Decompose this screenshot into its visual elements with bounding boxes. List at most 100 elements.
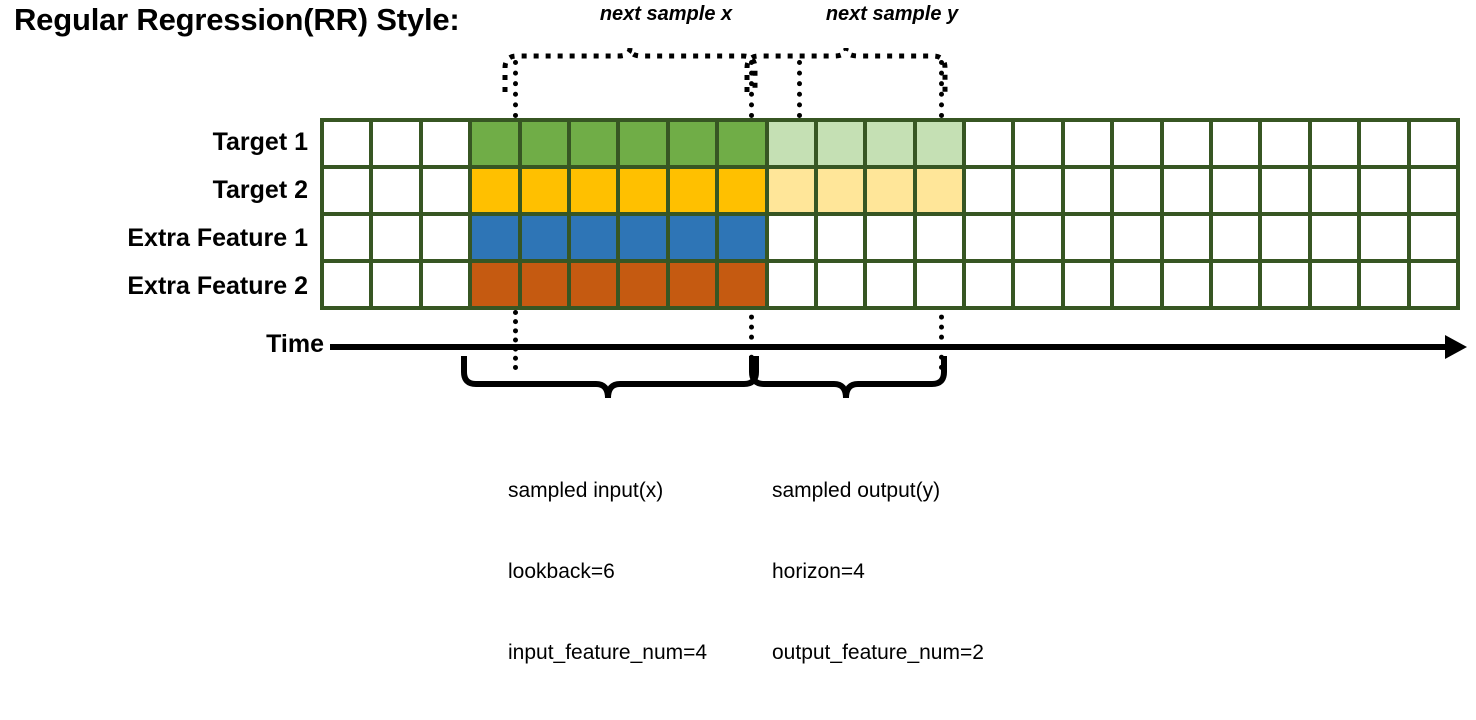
grid-cell — [1064, 122, 1111, 165]
grid-cell — [1410, 263, 1456, 306]
grid-cell — [1213, 122, 1259, 165]
grid-cell — [1311, 122, 1358, 165]
annotation-output-title: sampled output(y) — [772, 479, 941, 502]
grid-cell — [1015, 169, 1061, 212]
annotation-input-lookback: lookback=6 — [508, 560, 615, 583]
grid-cell — [1015, 122, 1061, 165]
grid-cell — [966, 263, 1012, 306]
grid-cell — [373, 216, 419, 259]
grid-cell — [867, 169, 913, 212]
page-title: Regular Regression(RR) Style: — [14, 2, 460, 37]
grid-cell — [620, 216, 666, 259]
grid-cell — [422, 169, 469, 212]
grid-cell — [373, 122, 419, 165]
grid-cell — [1213, 216, 1259, 259]
grid-cell — [1015, 216, 1061, 259]
guide-input-end-top — [749, 60, 754, 118]
grid-cell — [1163, 216, 1210, 259]
grid-cell — [1311, 169, 1358, 212]
grid-cell — [719, 122, 765, 165]
next-sample-y-label: next sample y — [825, 3, 959, 25]
grid-cell — [324, 169, 370, 212]
grid-cell — [916, 216, 963, 259]
grid-cell — [1311, 263, 1358, 306]
grid-cell — [1163, 263, 1210, 306]
annotation-input-feature-num: input_feature_num=4 — [508, 641, 708, 664]
grid-cell — [867, 216, 913, 259]
guide-output-end-top — [939, 60, 944, 118]
grid-cell — [1311, 216, 1358, 259]
grid-cell — [373, 169, 419, 212]
time-axis-arrow-icon — [1445, 335, 1467, 359]
grid-cell — [768, 122, 814, 165]
grid-cell — [817, 169, 864, 212]
diagram-canvas: Regular Regression(RR) Style: next sampl… — [14, 2, 1467, 664]
grid-cell — [1262, 216, 1308, 259]
grid-cell — [472, 216, 518, 259]
grid-cell — [1262, 169, 1308, 212]
grid-cell — [669, 169, 716, 212]
grid-cell — [620, 169, 666, 212]
grid-cell — [1064, 169, 1111, 212]
grid-cell — [1213, 263, 1259, 306]
grid-cell — [669, 122, 716, 165]
guide-input-start-bottom — [513, 310, 518, 370]
grid-cell — [1361, 122, 1407, 165]
grid-cell — [324, 263, 370, 306]
row-label-extra-feature-2: Extra Feature 2 — [127, 272, 308, 300]
annotation-input-title: sampled input(x) — [508, 479, 664, 502]
grid-cell — [719, 263, 765, 306]
grid-cell — [1361, 216, 1407, 259]
grid-cell — [1064, 216, 1111, 259]
next-sample-x-label: next sample x — [599, 3, 733, 25]
grid-cell — [1410, 169, 1456, 212]
grid-cell — [472, 122, 518, 165]
brace-sampled-output — [748, 356, 948, 409]
grid-cell — [1163, 122, 1210, 165]
grid-cell — [1262, 122, 1308, 165]
grid-cell — [521, 216, 567, 259]
grid-cell — [1064, 263, 1111, 306]
grid-cell — [422, 263, 469, 306]
grid-cell — [472, 169, 518, 212]
time-axis-label: Time — [266, 330, 324, 358]
grid-cell — [521, 169, 567, 212]
time-axis-line — [330, 344, 1452, 350]
grid-cell — [669, 216, 716, 259]
grid-cell — [570, 122, 617, 165]
brace-next-sample-y — [742, 46, 950, 99]
grid-cell — [817, 263, 864, 306]
grid-cell — [817, 122, 864, 165]
brace-sampled-input — [460, 356, 760, 409]
grid-cell — [570, 169, 617, 212]
annotation-output-feature-num: output_feature_num=2 — [772, 641, 984, 664]
grid-cell — [570, 216, 617, 259]
grid-cell — [1361, 169, 1407, 212]
guide-output-start-top — [797, 60, 802, 118]
grid-cell — [867, 122, 913, 165]
grid-cell — [817, 216, 864, 259]
grid-cell — [620, 263, 666, 306]
grid-cell — [1114, 263, 1160, 306]
grid-cell — [768, 169, 814, 212]
grid-cell — [719, 216, 765, 259]
grid-cell — [1262, 263, 1308, 306]
grid-cell — [1015, 263, 1061, 306]
grid-cell — [1163, 169, 1210, 212]
grid-cell — [324, 122, 370, 165]
row-label-target-2: Target 2 — [212, 176, 308, 204]
annotation-output-horizon: horizon=4 — [772, 560, 865, 583]
grid-cell — [719, 169, 765, 212]
brace-next-sample-x — [500, 46, 760, 99]
grid-cell — [521, 122, 567, 165]
row-label-target-1: Target 1 — [212, 128, 308, 156]
grid-cell — [669, 263, 716, 306]
annotation-sampled-output: sampled output(y) horizon=4 output_featu… — [772, 423, 984, 720]
guide-input-start-top — [513, 60, 518, 118]
grid-cell — [768, 216, 814, 259]
grid-cell — [867, 263, 913, 306]
grid-cell — [1114, 122, 1160, 165]
grid-cell — [1114, 169, 1160, 212]
annotation-sampled-input: sampled input(x) lookback=6 input_featur… — [508, 423, 707, 720]
grid-cell — [1114, 216, 1160, 259]
